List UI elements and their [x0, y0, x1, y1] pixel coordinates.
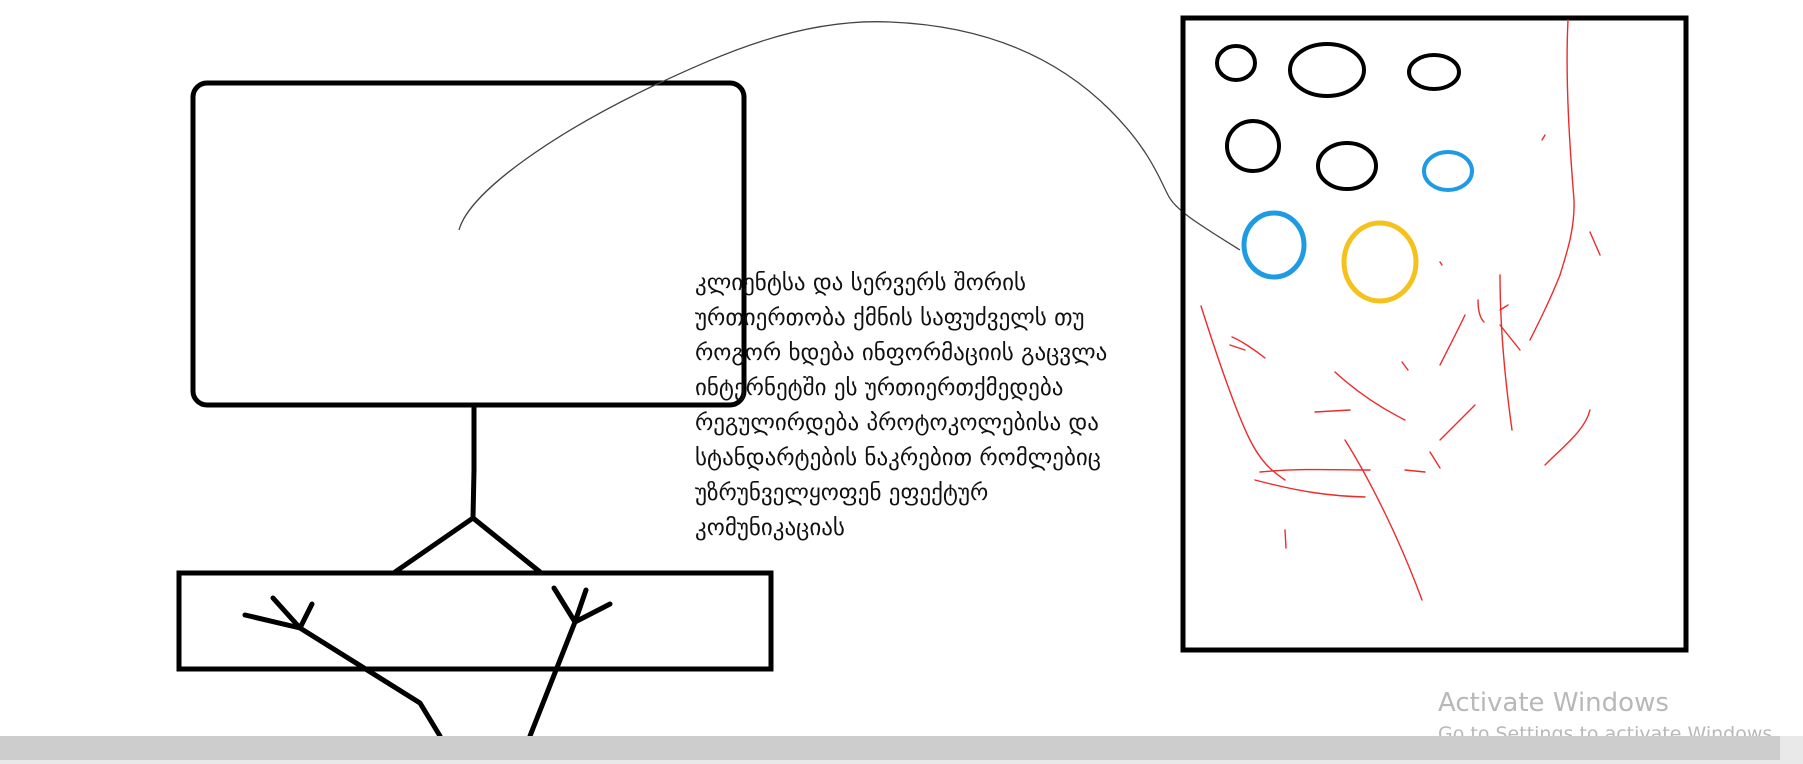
- description-line: ურთიერთობა ქმნის საფუძველს თუ: [695, 305, 1085, 331]
- client-stem: [470, 402, 477, 521]
- node-ellipse: [1407, 53, 1461, 91]
- network-box: [1180, 15, 1689, 653]
- client-fork: [392, 515, 543, 575]
- description-line: როგორ ხდება ინფორმაციის გაცვლა: [695, 340, 1108, 366]
- description-text: კლიენტსა და სერვერს შორის ურთიერთობა ქმნ…: [695, 266, 1195, 546]
- description-line: უზრუნველყოფენ ეფექტურ: [695, 480, 989, 506]
- connection-curve: [458, 21, 1241, 251]
- description-line: რეგულირდება პროტოკოლებისა და: [695, 410, 1099, 436]
- watermark-title: Activate Windows: [1438, 688, 1669, 718]
- description-line: ინტერნეტში ეს ურთიერთქმედება: [695, 375, 1064, 401]
- node-ellipse: [1316, 141, 1378, 191]
- blue-node-ellipse: [1422, 150, 1474, 192]
- description-line: კლიენტსა და სერვერს შორის: [695, 270, 1026, 296]
- node-ellipse: [1225, 119, 1281, 173]
- node-ellipse: [1288, 42, 1366, 98]
- scrollbar-thumb[interactable]: [0, 736, 1780, 760]
- yellow-node-ellipse: [1341, 220, 1419, 304]
- horizontal-scrollbar[interactable]: [0, 736, 1803, 764]
- node-ellipse: [1215, 44, 1257, 82]
- description-line: სტანდარტების ნაკრებით რომლებიც: [695, 445, 1101, 471]
- right-arrow-branch: [527, 585, 613, 739]
- red-scribbles: [1200, 19, 1601, 601]
- blue-node-ellipse: [1241, 210, 1307, 280]
- server-base-box: [176, 570, 774, 672]
- client-box: [190, 80, 747, 408]
- description-line: კომუნიკაციას: [695, 515, 845, 541]
- left-arrow-branch: [242, 595, 443, 739]
